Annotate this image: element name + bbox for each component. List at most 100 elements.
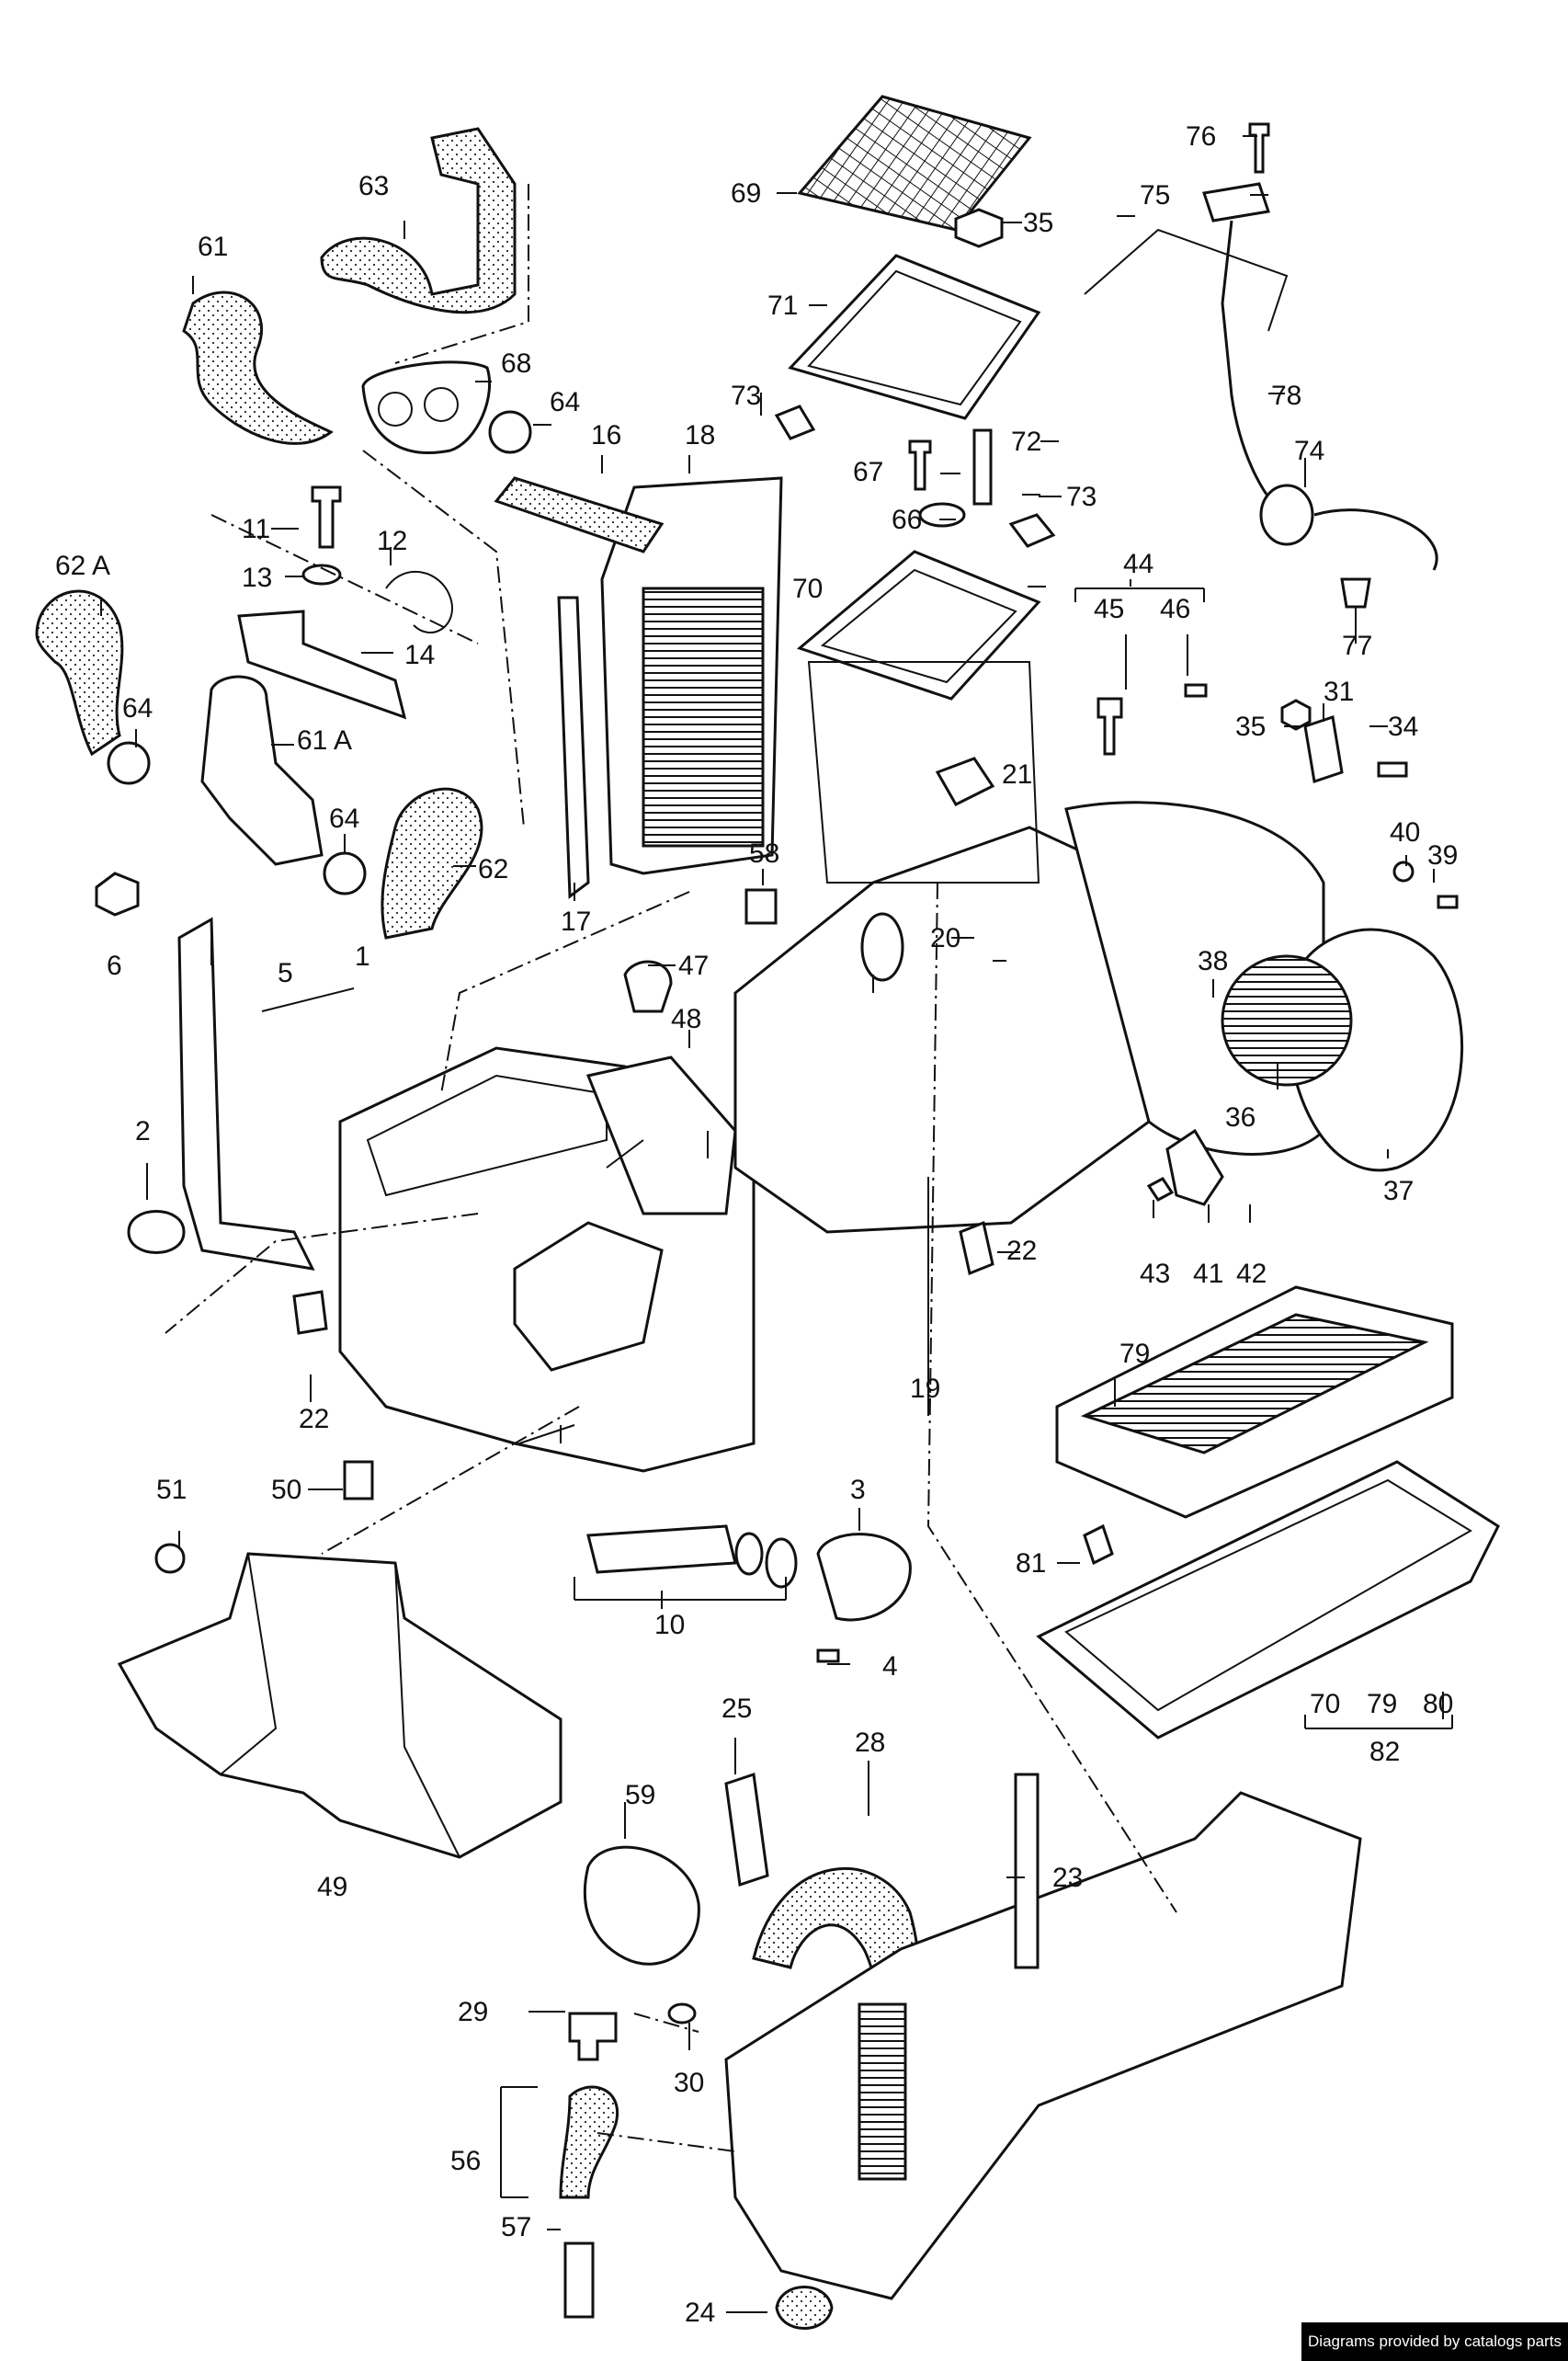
evaporator-lower-housing bbox=[724, 1791, 1362, 2300]
part-label: 69 bbox=[731, 178, 761, 209]
part-label: 39 bbox=[1427, 840, 1458, 871]
part-label: 77 bbox=[1342, 631, 1372, 661]
part-label: 68 bbox=[501, 348, 531, 379]
part-label: 64 bbox=[550, 387, 580, 417]
hose-61 bbox=[182, 291, 334, 445]
bracket-25 bbox=[724, 1773, 769, 1887]
part-label: 62 A bbox=[55, 551, 110, 581]
grommet-74 bbox=[1259, 484, 1314, 546]
part-label: 31 bbox=[1324, 677, 1354, 707]
resistor-41 bbox=[1165, 1128, 1224, 1206]
part-label: 41 bbox=[1193, 1259, 1223, 1289]
oring-30 bbox=[667, 2002, 697, 2025]
screw-34 bbox=[1377, 761, 1408, 778]
part-label: 70 bbox=[792, 574, 823, 604]
clip-81 bbox=[1083, 1523, 1114, 1566]
part-label: 11 bbox=[242, 514, 270, 544]
vacuum-2 bbox=[127, 1210, 186, 1254]
evaporator-core bbox=[858, 2002, 907, 2181]
hose-62a bbox=[35, 589, 124, 757]
part-label: 63 bbox=[358, 171, 389, 201]
screw-51 bbox=[154, 1543, 186, 1574]
part-label: 30 bbox=[674, 2068, 704, 2098]
part-label: 70 bbox=[1310, 1689, 1340, 1719]
part-label: 13 bbox=[242, 563, 272, 593]
part-label: 81 bbox=[1016, 1548, 1046, 1579]
clip-47 bbox=[623, 960, 673, 1013]
clamp-64c bbox=[323, 851, 367, 895]
part-label: 17 bbox=[561, 907, 591, 937]
part-label: 2 bbox=[135, 1116, 151, 1146]
part-label: 23 bbox=[1052, 1863, 1083, 1893]
part-label: 22 bbox=[1006, 1236, 1037, 1266]
nut-upper bbox=[954, 208, 1004, 248]
part-label: 43 bbox=[1140, 1259, 1170, 1289]
part-label: 79 bbox=[1367, 1689, 1397, 1719]
oring-13 bbox=[301, 564, 342, 586]
drain-57 bbox=[563, 2241, 595, 2319]
clip-22b bbox=[959, 1220, 994, 1276]
part-label: 48 bbox=[671, 1004, 701, 1034]
part-label: 20 bbox=[930, 923, 960, 953]
clip-50 bbox=[343, 1460, 374, 1500]
vacuum-unit-3 bbox=[816, 1533, 912, 1622]
clamp-64a bbox=[107, 741, 151, 785]
clip-12 bbox=[385, 571, 453, 634]
grommet-20 bbox=[860, 912, 904, 982]
side-frame-48 bbox=[585, 1055, 737, 1215]
part-label: 1 bbox=[355, 941, 370, 972]
part-label: 74 bbox=[1294, 436, 1324, 466]
screw-76 bbox=[1248, 122, 1270, 174]
stud-72 bbox=[972, 428, 993, 506]
seal-23 bbox=[1014, 1773, 1040, 1969]
leader-lines bbox=[100, 135, 1453, 2313]
plate-75 bbox=[1202, 182, 1270, 222]
air-inlet-tray bbox=[788, 254, 1041, 420]
part-label: 56 bbox=[450, 2146, 481, 2176]
bracket-5 bbox=[177, 917, 315, 1271]
clip-22a bbox=[292, 1290, 328, 1335]
part-label: 25 bbox=[722, 1694, 752, 1724]
bonnet-bracket bbox=[1084, 228, 1289, 332]
part-label: 49 bbox=[317, 1872, 347, 1902]
part-label: 40 bbox=[1390, 817, 1420, 848]
part-label: 75 bbox=[1140, 180, 1170, 211]
washer-40 bbox=[1392, 861, 1415, 883]
screw-67 bbox=[908, 439, 932, 491]
screw-39 bbox=[1437, 895, 1459, 909]
hose-62 bbox=[381, 787, 483, 940]
clip-73b bbox=[1008, 513, 1056, 548]
part-label: 76 bbox=[1186, 121, 1216, 152]
part-label: 35 bbox=[1235, 712, 1266, 742]
part-label: 45 bbox=[1094, 594, 1124, 624]
part-label: 47 bbox=[678, 951, 709, 981]
hose-56 bbox=[559, 2085, 619, 2199]
part-label: 19 bbox=[910, 1374, 940, 1404]
part-label: 34 bbox=[1388, 712, 1418, 742]
part-label: 6 bbox=[107, 951, 122, 981]
hose-63 bbox=[320, 127, 517, 314]
part-labels: 76 75 78 74 77 69 35 71 73 72 67 73 66 7… bbox=[55, 121, 1458, 2328]
drain-24 bbox=[775, 2286, 834, 2330]
seal-58 bbox=[744, 888, 778, 925]
valve-61a bbox=[200, 675, 324, 866]
credit-badge: Diagrams provided by catalogs parts bbox=[1301, 2322, 1568, 2361]
clip-43 bbox=[1146, 1177, 1175, 1202]
assembly-lines bbox=[165, 184, 1177, 2152]
part-label: 10 bbox=[654, 1610, 685, 1640]
part-label: 57 bbox=[501, 2212, 531, 2242]
flap-housing bbox=[513, 1221, 664, 1372]
linkage-10 bbox=[586, 1524, 737, 1574]
sensor-45 bbox=[1096, 697, 1123, 756]
part-label: 64 bbox=[329, 804, 359, 834]
part-label: 38 bbox=[1198, 946, 1228, 976]
part-label: 82 bbox=[1369, 1737, 1400, 1767]
part-label: 62 bbox=[478, 854, 508, 884]
part-label: 73 bbox=[1066, 482, 1096, 512]
relay-31 bbox=[1303, 715, 1344, 783]
seal-strip-17 bbox=[557, 596, 590, 899]
part-label: 37 bbox=[1383, 1176, 1414, 1206]
nut-6 bbox=[95, 872, 140, 917]
part-label: 22 bbox=[299, 1404, 329, 1434]
part-label: 28 bbox=[855, 1728, 885, 1758]
